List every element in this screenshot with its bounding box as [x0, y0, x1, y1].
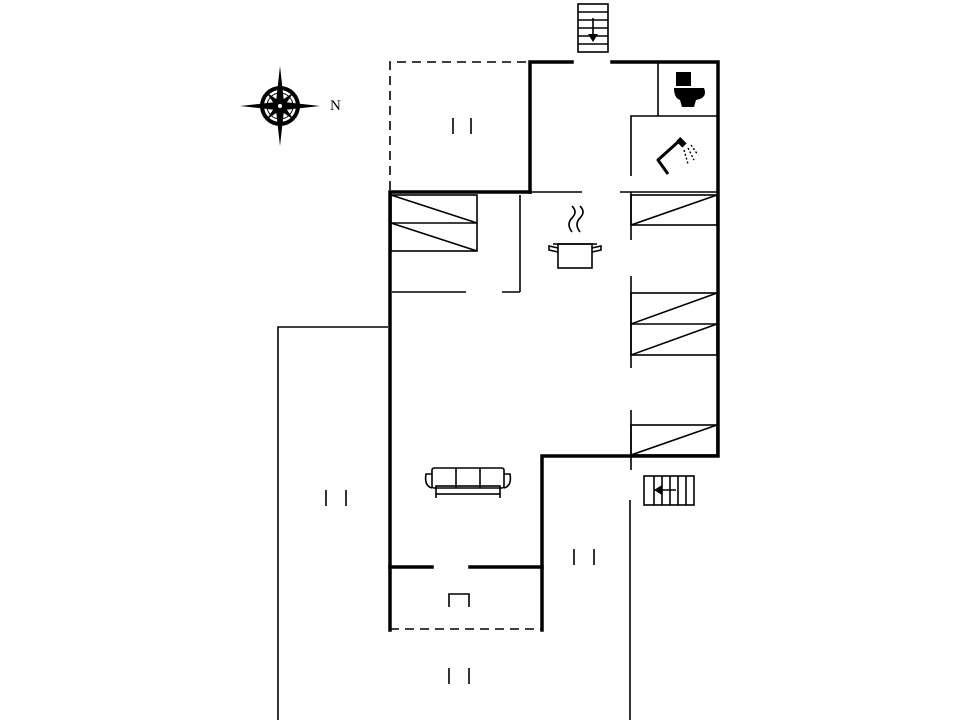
bed-east-3 — [630, 424, 718, 456]
toilet-icon — [674, 72, 705, 107]
shower-icon — [656, 137, 699, 175]
interior-walls — [392, 62, 718, 470]
terrace-top-outline — [389, 61, 530, 190]
stairs-entry-icon — [643, 475, 695, 506]
bed-west — [390, 194, 478, 252]
compass-rose-icon — [240, 66, 320, 146]
compass-north-label: N — [330, 98, 341, 114]
bath-partition — [630, 115, 718, 176]
exterior-walls — [388, 60, 720, 632]
bed-east-2 — [630, 292, 718, 356]
sofa-icon — [424, 467, 512, 498]
beds — [390, 194, 718, 456]
stairs-down-icon — [577, 3, 609, 53]
bed-east-1 — [630, 194, 718, 226]
wall-west — [388, 190, 532, 632]
terrace-marker-bottom — [448, 668, 470, 684]
terrace-markers — [325, 118, 595, 684]
wall-north-east — [540, 60, 720, 632]
terrace-outlines — [277, 61, 631, 720]
table-icon — [448, 593, 470, 607]
terrace-marker-left — [325, 490, 347, 506]
wall-north-west — [528, 60, 574, 194]
terrace-left-outline — [277, 326, 388, 720]
cooking-pot-icon — [548, 205, 602, 269]
terrace-marker-center — [573, 549, 595, 565]
terrace-marker-top — [452, 118, 472, 134]
